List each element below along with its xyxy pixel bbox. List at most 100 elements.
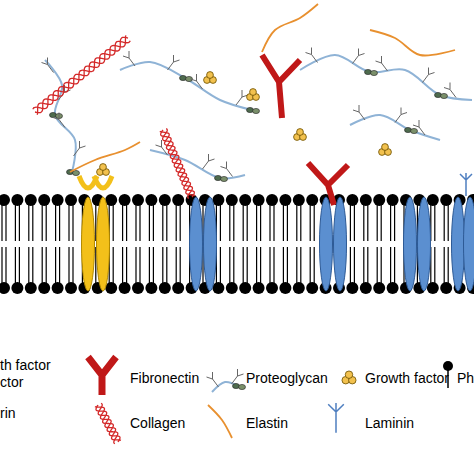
lipid-tail bbox=[310, 200, 311, 241]
collagen-helix bbox=[33, 35, 126, 109]
lipid-tail bbox=[260, 247, 261, 288]
glycan-branch bbox=[359, 105, 360, 112]
lipid-tail bbox=[377, 247, 378, 288]
lipid-tail bbox=[126, 200, 127, 241]
lipid-tail bbox=[314, 247, 315, 288]
integrin-subunit bbox=[452, 197, 465, 291]
lipid-head bbox=[293, 282, 305, 294]
legend-label: rin bbox=[0, 405, 40, 422]
lipid-tail bbox=[135, 200, 136, 241]
glycan-branch bbox=[401, 108, 402, 115]
lipid-tail bbox=[122, 200, 123, 241]
lipid-head bbox=[145, 194, 157, 206]
lipid-tail bbox=[59, 247, 60, 288]
glycan-bead bbox=[441, 93, 448, 98]
lipid-tail bbox=[350, 247, 351, 288]
lipid-head bbox=[440, 282, 452, 294]
lipid-tail bbox=[32, 247, 33, 288]
lipid-tail bbox=[300, 247, 301, 288]
lipid-tail bbox=[444, 200, 445, 241]
lipid-tail bbox=[314, 200, 315, 241]
lipid-tail bbox=[180, 200, 181, 241]
lipid-tail bbox=[283, 200, 284, 241]
lipid-tail bbox=[55, 247, 56, 288]
growth-factor-bead bbox=[345, 371, 352, 378]
lipid-tail bbox=[363, 247, 364, 288]
legend-label: Laminin bbox=[365, 415, 474, 432]
integrin-subunit bbox=[320, 197, 333, 291]
lipid-bilayer bbox=[0, 194, 474, 294]
lipid-tail bbox=[139, 200, 140, 241]
elastin-fiber bbox=[262, 4, 318, 52]
lipid-tail bbox=[247, 200, 248, 241]
lipid-head bbox=[11, 282, 23, 294]
lipid-head bbox=[239, 282, 251, 294]
lipid-head bbox=[52, 282, 64, 294]
glycan-branch bbox=[358, 49, 359, 56]
fibronectin-shape bbox=[88, 357, 116, 395]
proteoglycan-core bbox=[45, 60, 76, 172]
glycan-branch bbox=[226, 162, 227, 169]
lipid-tail bbox=[1, 247, 2, 288]
lipid-head bbox=[253, 194, 265, 206]
lipid-tail bbox=[444, 247, 445, 288]
lipid-tail bbox=[126, 247, 127, 288]
lipid-tail bbox=[162, 200, 163, 241]
lipid-head bbox=[159, 194, 171, 206]
lipid-tail bbox=[68, 200, 69, 241]
glycan-branch bbox=[450, 83, 451, 90]
growth-factor-bead bbox=[382, 144, 389, 151]
glycan-branch bbox=[59, 113, 60, 120]
collagen-helix bbox=[37, 41, 130, 115]
lipid-head bbox=[427, 282, 439, 294]
glycan-branch bbox=[381, 56, 382, 63]
glycan-bead bbox=[221, 176, 228, 181]
lipid-head bbox=[306, 194, 318, 206]
lipid-head bbox=[253, 282, 265, 294]
lipid-head bbox=[132, 194, 144, 206]
lipid-tail bbox=[59, 200, 60, 241]
lipid-tail bbox=[243, 247, 244, 288]
elastin-fiber bbox=[70, 142, 140, 172]
lipid-head bbox=[172, 194, 184, 206]
lipid-tail bbox=[363, 200, 364, 241]
lipid-tail bbox=[72, 200, 73, 241]
lipid-tail bbox=[381, 247, 382, 288]
lipid-tail bbox=[162, 247, 163, 288]
lipid-head bbox=[360, 194, 372, 206]
integrin-subunit bbox=[464, 197, 474, 291]
lipid-head bbox=[387, 282, 399, 294]
glycan-bead bbox=[56, 113, 63, 118]
lipid-tail bbox=[55, 200, 56, 241]
glycan-branch bbox=[196, 74, 197, 81]
proteoglycan-core bbox=[300, 55, 472, 100]
lipid-head bbox=[306, 282, 318, 294]
glycan-branch bbox=[212, 372, 213, 379]
lipid-tail bbox=[390, 247, 391, 288]
lipid-head bbox=[105, 194, 117, 206]
lipid-head bbox=[145, 282, 157, 294]
lipid-tail bbox=[394, 200, 395, 241]
lipid-tail bbox=[377, 200, 378, 241]
lipid-tail bbox=[180, 247, 181, 288]
lipid-tail bbox=[15, 200, 16, 241]
legend-label: Collagen bbox=[130, 415, 240, 432]
proteoglycan-core bbox=[150, 150, 245, 178]
lipid-head bbox=[159, 282, 171, 294]
glycan-bead bbox=[411, 128, 418, 133]
lipid-tail bbox=[220, 247, 221, 288]
collagen-helix bbox=[163, 129, 196, 196]
lipid-tail bbox=[153, 200, 154, 241]
lipid-tail bbox=[166, 200, 167, 241]
lipid-tail bbox=[5, 247, 6, 288]
legend-label: Elastin bbox=[246, 415, 356, 432]
lipid-head bbox=[360, 282, 372, 294]
lipid-tail bbox=[113, 200, 114, 241]
lipid-tail bbox=[394, 247, 395, 288]
growth-factor-bead bbox=[207, 72, 214, 79]
glycan-branch bbox=[173, 55, 174, 62]
lipid-tail bbox=[233, 247, 234, 288]
integrin-subunit bbox=[190, 197, 203, 291]
lipid-tail bbox=[135, 247, 136, 288]
